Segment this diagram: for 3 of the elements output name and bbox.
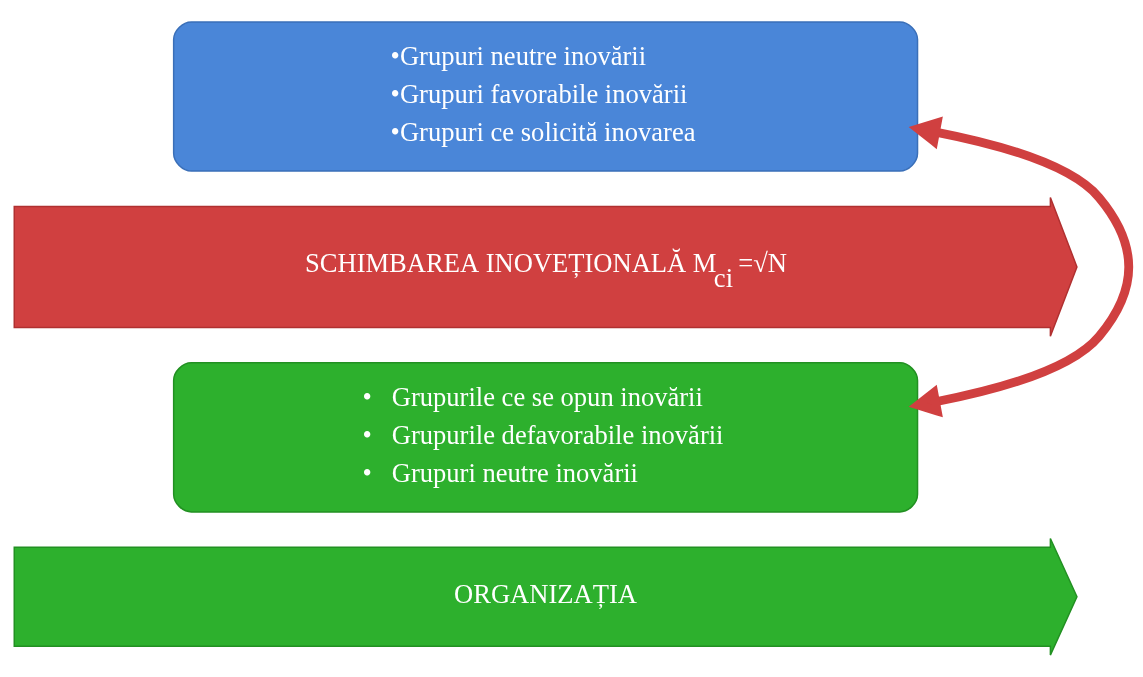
arrow <box>908 116 1133 418</box>
node-box: • Grupurile ce se opun inovării • Grupurile defavorabile inovării • Grupuri neutre inovării <box>172 362 919 513</box>
node-box: •Grupuri neutre inovării •Grupuri favorabile inovării •Grupuri ce solicită inovarea <box>172 21 919 172</box>
